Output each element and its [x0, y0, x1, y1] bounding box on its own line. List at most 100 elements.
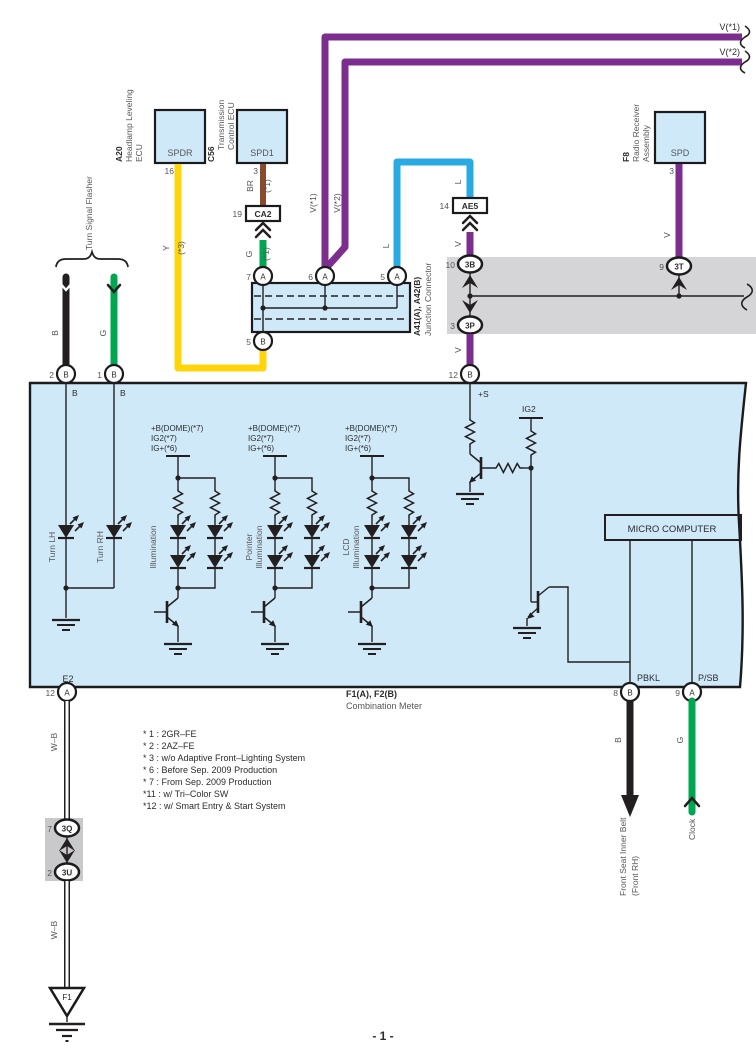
supply-label: IG+(*6): [248, 444, 274, 453]
label-front-seat-2: (Front RH): [630, 856, 640, 896]
supply-label: IG2(*7): [151, 434, 177, 443]
connector-3b-label: 3B: [465, 261, 475, 270]
meter-id: F1(A), F2(B): [346, 689, 397, 699]
wire-l: [393, 158, 474, 267]
component-id-a20: A20: [114, 146, 124, 162]
ground-path: W–B 3Q 7 3U 2 W–B F1: [47, 701, 87, 1042]
connector-3q-num: 7: [47, 824, 52, 834]
junction-pin-6a-num: 6: [308, 272, 313, 282]
label-l-right: L: [453, 179, 463, 184]
ground-point-f1: [47, 986, 87, 1019]
label-b-in-l: B: [72, 388, 78, 398]
label-g-clock: G: [675, 737, 685, 744]
supply-label: IG2(*7): [248, 434, 274, 443]
pin-12b-num: 12: [449, 370, 459, 380]
emitter-arrow-icon: [527, 612, 535, 619]
pin-12a-num: 12: [46, 688, 56, 698]
pin-9a-num: 9: [675, 688, 680, 698]
label-clock: Clock: [687, 818, 697, 840]
supply-label: IG+(*6): [151, 444, 177, 453]
pin-a20-16: 16: [165, 166, 175, 176]
junction-pin-7a-letter: A: [260, 273, 266, 282]
connector-3p-num: 3: [450, 321, 455, 331]
micro-computer-label: MICRO COMPUTER: [628, 524, 717, 535]
chevron-up-icon: [683, 796, 701, 808]
label-psb: P/SB: [698, 673, 719, 683]
label-front-seat-1: Front Seat Inner Belt: [618, 817, 628, 896]
label-plus-s: +S: [478, 389, 489, 399]
chevron-up-icon: [254, 221, 272, 232]
pin-2b-letter: B: [63, 371, 68, 380]
wire-break-icon: [739, 25, 751, 49]
label-v1-vert: V(*1): [308, 193, 318, 213]
label-wb-2: W–B: [49, 920, 59, 939]
component-a20: SPDR A20 Headlamp Leveling ECU 16: [114, 89, 207, 176]
component-name-c56-1: Transmission: [216, 100, 226, 150]
pin-12b-letter: B: [467, 371, 472, 380]
label-v-3p: V: [453, 347, 463, 353]
component-f8: SPD F8 Radio Receiver Assembly 3: [621, 104, 707, 176]
component-name-f8-2: Assembly: [641, 124, 651, 162]
label-illumination: Illumination: [148, 525, 158, 568]
component-name-c56-2: Control ECU: [226, 102, 236, 150]
label-v2-vert: V(*2): [332, 193, 342, 213]
note-2: * 2 : 2AZ–FE: [143, 741, 195, 751]
wire-break-icon: [739, 50, 751, 74]
connector-3q-label: 3Q: [62, 825, 73, 834]
supply-label: IG2(*7): [345, 434, 371, 443]
label-g-note: (*1): [261, 247, 271, 261]
meter-name: Combination Meter: [346, 701, 422, 711]
illumination-group-1: +B(DOME)(*7) IG2(*7) IG+(*6) Illuminatio…: [148, 424, 235, 656]
label-br-note: (*1): [262, 179, 272, 193]
pin-2b-num: 2: [49, 370, 54, 380]
junction-pin-5a-letter: A: [394, 273, 400, 282]
junction-pin-5a-num: 5: [380, 272, 385, 282]
meter-top-pins: B 2 B 1 B 12: [49, 363, 481, 385]
supply-label: +B(DOME)(*7): [248, 424, 301, 433]
chevron-up-icon: [254, 228, 272, 239]
chevron-up-icon: [461, 221, 479, 232]
pin-12a-letter: A: [64, 689, 70, 698]
note-1: * 1 : 2GR–FE: [143, 729, 197, 739]
label-v1: V(*1): [719, 22, 740, 32]
component-name-a20-1: Headlamp Leveling: [124, 89, 134, 162]
pin-1b-letter: B: [111, 371, 116, 380]
page-number: - 1 -: [372, 1029, 393, 1043]
label-g-flasher: G: [98, 330, 108, 337]
junction-pin-5b-num: 5: [246, 337, 251, 347]
note-3: * 3 : w/o Adaptive Front–Lighting System: [143, 753, 305, 763]
pin-8b-num: 8: [613, 688, 618, 698]
micro-computer: MICRO COMPUTER PBKL P/SB: [604, 514, 742, 687]
component-id-c56: C56: [206, 146, 216, 162]
label-lcd: LCD: [341, 538, 351, 555]
junction-pin-5a: [386, 265, 408, 287]
brace-icon: [55, 248, 129, 268]
connector-3t-label: 3T: [674, 263, 683, 272]
label-turn-lh: Turn LH: [47, 532, 57, 562]
connector-3u: [53, 862, 81, 882]
label-pbkl: PBKL: [637, 673, 660, 683]
label-b-flasher: B: [50, 330, 60, 336]
component-id-f8: F8: [621, 152, 631, 162]
pin-8b-letter: B: [627, 689, 632, 698]
supply-label: +B(DOME)(*7): [345, 424, 398, 433]
notes: * 1 : 2GR–FE * 2 : 2AZ–FE * 3 : w/o Adap…: [143, 729, 305, 811]
meter-bottom-pins: A 12 B 8 A 9: [46, 681, 703, 703]
arrow-down-icon: [621, 795, 639, 817]
note-6: *11 : w/ Tri–Color SW: [143, 789, 229, 799]
connector-3u-num: 2: [47, 868, 52, 878]
pin-f8-3: 3: [669, 166, 674, 176]
seat-belt-output: B Front Seat Inner Belt (Front RH): [613, 701, 640, 896]
flasher-label: Turn Signal Flasher: [84, 176, 94, 250]
band-circuit: 3B 10 3P 3 3T 9: [446, 254, 754, 335]
speed-signal-circuit: +S IG2: [454, 383, 630, 663]
label-e2: E2: [62, 674, 73, 684]
connector-ae5-num: 14: [440, 201, 450, 211]
component-c56: SPD1 C56 Transmission Control ECU 3: [206, 100, 289, 176]
label-v2: V(*2): [719, 47, 740, 57]
chevron-up-icon: [461, 214, 479, 225]
junction-id: A41(A), A42(B): [412, 277, 422, 336]
component-name-a20-2: ECU: [134, 144, 144, 162]
turn-indicator-circuit: B B Turn LH Turn RH: [47, 383, 134, 632]
